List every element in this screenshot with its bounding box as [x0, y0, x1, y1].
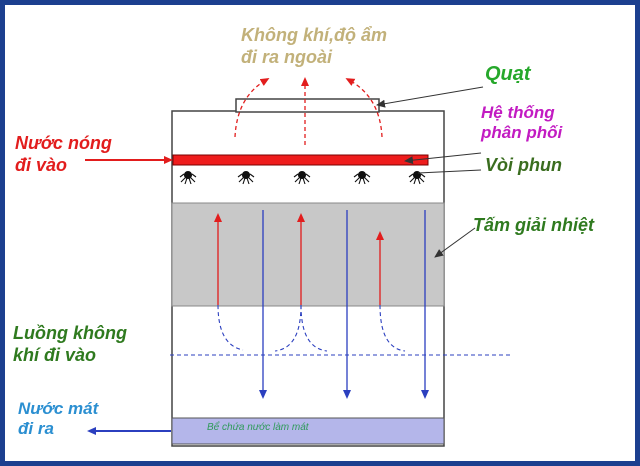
air-in-label-line1: Luồng không: [13, 323, 127, 343]
fill-label-text: Tấm giải nhiệt: [473, 215, 595, 235]
nozzle-label-text: Vòi phun: [485, 155, 562, 175]
incoming-air-path: [170, 304, 510, 356]
nozzle-4: [353, 170, 371, 185]
fan-housing: [235, 98, 380, 113]
cool-water-label-line1: Nước mát: [18, 399, 99, 418]
fan-label: Quạt: [485, 62, 531, 86]
diagram-graphics: [85, 77, 510, 447]
fill-packing: [171, 202, 445, 307]
cool-water-label-line2: đi ra: [18, 419, 54, 439]
spray-nozzles: [179, 170, 426, 185]
basin-label-text: Bể chứa nước làm mát: [207, 422, 309, 433]
hot-water-label-line2: đi vào: [15, 154, 68, 175]
fan-leader: [376, 86, 484, 108]
air-in-label: Luồng không khí đi vào: [13, 323, 127, 366]
distribution-label: Hệ thống phân phối: [481, 103, 562, 144]
nozzle-label: Vòi phun: [485, 155, 562, 177]
nozzle-3: [293, 170, 311, 185]
exhaust-label-line2: đi ra ngoài: [241, 46, 333, 67]
exhaust-label-line1: Không khí,độ ẩm: [241, 25, 387, 45]
fill-label: Tấm giải nhiệt: [473, 215, 594, 237]
exhaust-label: Không khí,độ ẩm đi ra ngoài: [241, 25, 387, 68]
incoming-air-curve-1: [217, 304, 244, 351]
exhaust-air-arrows: [234, 77, 383, 145]
distribution-label-line2: phân phối: [481, 123, 563, 143]
basin: [171, 417, 445, 445]
nozzle-1: [179, 170, 197, 185]
fan-label-text: Quạt: [485, 63, 531, 85]
exhaust-arrow-right: [345, 78, 383, 138]
nozzle-leader: [417, 169, 482, 174]
hot-water-label-line1: Nước nóng: [15, 133, 112, 153]
distribution-label-line1: Hệ thống: [481, 103, 555, 122]
hot-water-label: Nước nóng đi vào: [15, 133, 112, 176]
cool-water-label: Nước mát đi ra: [18, 399, 98, 440]
rising-air-arrows: [214, 213, 384, 305]
exhaust-arrow-left: [234, 77, 270, 138]
fill-leader: [434, 227, 476, 258]
air-in-label-line2: khí đi vào: [13, 344, 97, 365]
distribution-leader: [404, 152, 482, 165]
basin-label: Bể chứa nước làm mát: [207, 422, 309, 434]
nozzle-2: [237, 170, 255, 185]
leader-lines: [376, 86, 484, 258]
nozzle-5: [408, 170, 426, 185]
distribution-pipe: [172, 154, 429, 166]
falling-water-arrows: [259, 210, 429, 399]
